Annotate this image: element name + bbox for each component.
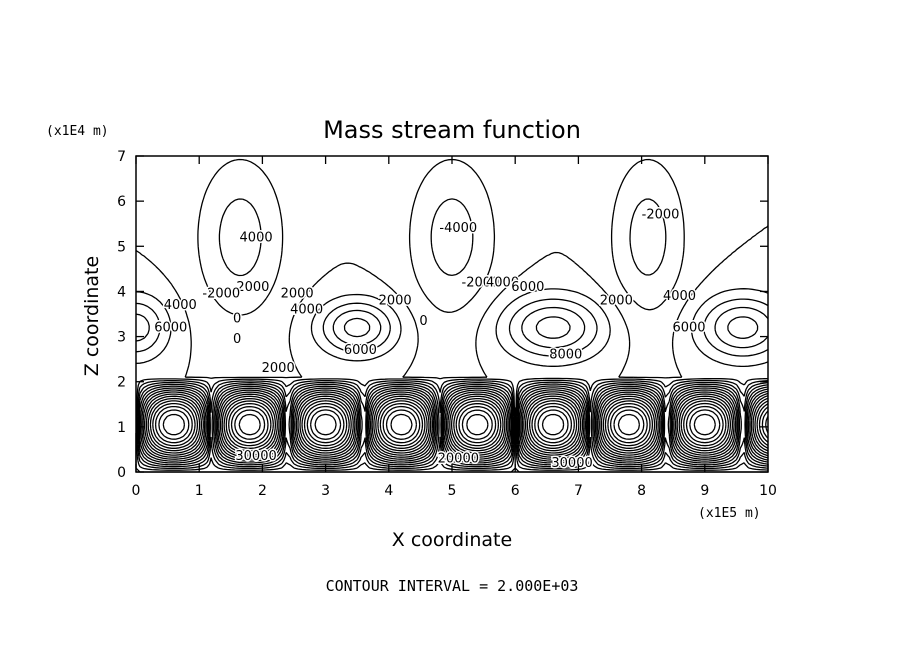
contour-label: 30000 xyxy=(235,449,276,464)
x-tick-label: 4 xyxy=(384,483,393,499)
contour-line xyxy=(142,391,769,458)
contour-label: 4000 xyxy=(486,275,519,290)
contour-label: 20000 xyxy=(438,451,479,466)
contour-line xyxy=(145,395,769,454)
x-tick-label: 6 xyxy=(511,483,520,499)
x-tick-label: 1 xyxy=(195,483,204,499)
contour-label: 2000 xyxy=(281,287,314,302)
x-unit-label: (x1E5 m) xyxy=(698,506,761,521)
contour-line xyxy=(154,405,769,444)
contour-line xyxy=(138,316,769,466)
contour-label: -2000 xyxy=(642,208,680,223)
x-tick-label: 8 xyxy=(637,483,646,499)
contour-line xyxy=(139,387,769,462)
contour-label: 0 xyxy=(233,312,241,327)
contour-label: 4000 xyxy=(240,230,273,245)
contour-label: 6000 xyxy=(672,321,705,336)
x-tick-label: 9 xyxy=(700,483,709,499)
contour-label: 8000 xyxy=(549,348,582,363)
contour-label: 2000 xyxy=(262,361,295,376)
x-tick-label: 0 xyxy=(132,483,141,499)
contour-label: -4000 xyxy=(439,221,477,236)
contour-label: 2000 xyxy=(600,293,633,308)
contour-line xyxy=(162,413,716,436)
contour-lines xyxy=(135,158,769,473)
contour-label: 6000 xyxy=(344,343,377,358)
contour-label: 0 xyxy=(419,314,427,329)
contour-interval-footer: CONTOUR INTERVAL = 2.000E+03 xyxy=(326,577,579,595)
contour-label: 4000 xyxy=(290,302,323,317)
contour-line xyxy=(141,389,769,460)
contour-line xyxy=(135,306,769,468)
contour-label: -2000 xyxy=(462,275,500,290)
contour-line xyxy=(152,402,769,447)
contour-line xyxy=(143,393,769,456)
contour-label: 30000 xyxy=(551,456,592,471)
contour-label: 4000 xyxy=(663,289,696,304)
y-axis-label: Z coordinate xyxy=(81,256,103,376)
contour-label: 6000 xyxy=(511,280,544,295)
y-tick-label: 0 xyxy=(117,465,126,481)
x-tick-label: 7 xyxy=(574,483,583,499)
contour-label: 0 xyxy=(233,332,241,347)
contour-line xyxy=(135,298,769,470)
x-tick-label: 3 xyxy=(321,483,330,499)
x-axis: 0 1 2 3 4 5 6 7 8 9 10 xyxy=(132,156,777,499)
y-tick-label: 5 xyxy=(117,239,126,255)
contour-line xyxy=(197,158,685,316)
y-axis: 0 1 2 3 4 5 6 7 xyxy=(117,149,768,481)
contour-label: 6000 xyxy=(154,321,187,336)
y-tick-label: 1 xyxy=(117,420,126,436)
y-tick-label: 4 xyxy=(117,284,126,300)
contour-line xyxy=(149,400,769,449)
contour-labels: 40002000-2000400060000020002000400060002… xyxy=(153,206,707,472)
chart-title: Mass stream function xyxy=(323,116,581,144)
contour-label: 2000 xyxy=(379,293,412,308)
x-tick-label: 5 xyxy=(448,483,457,499)
contour-line xyxy=(158,409,769,440)
contour-line xyxy=(135,288,769,471)
contour-line xyxy=(147,397,769,452)
contour-line xyxy=(218,198,667,277)
y-tick-label: 3 xyxy=(117,330,126,346)
x-axis-label: X coordinate xyxy=(392,529,512,551)
contour-label: -2000 xyxy=(202,287,240,302)
y-tick-label: 2 xyxy=(117,375,126,391)
x-tick-label: 10 xyxy=(759,483,777,499)
y-tick-label: 7 xyxy=(117,149,126,165)
contour-label: 4000 xyxy=(164,298,197,313)
contour-label: 2000 xyxy=(236,280,269,295)
contour-line xyxy=(138,385,769,464)
y-tick-label: 6 xyxy=(117,194,126,210)
x-tick-label: 2 xyxy=(258,483,267,499)
y-unit-label: (x1E4 m) xyxy=(46,124,109,139)
